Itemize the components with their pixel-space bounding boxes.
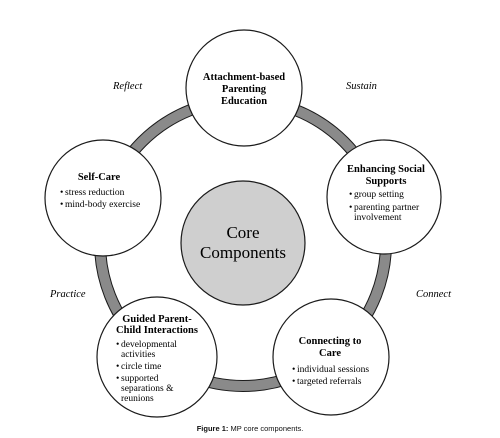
label-connect: Connect (416, 289, 452, 300)
node-attachment-circle (185, 29, 303, 147)
center-circle (180, 180, 306, 306)
center-node: Core Components (180, 180, 306, 306)
bullet-marker: • (116, 374, 119, 384)
node-guided-bullet-1-line-2: activities (121, 350, 156, 360)
node-social-title-1: Enhancing Social (347, 164, 425, 175)
node-social-supports: Enhancing Social Supports • group settin… (326, 139, 442, 255)
center-title-line-1: Core (226, 223, 259, 242)
node-attachment-parenting: Attachment-based Parenting Education (185, 29, 303, 147)
node-selfcare-bullet-2: mind-body exercise (65, 200, 140, 210)
node-guided-circle (96, 296, 218, 418)
node-care-circle (272, 298, 390, 416)
label-practice: Practice (49, 289, 86, 300)
node-selfcare-bullet-1: stress reduction (65, 188, 125, 198)
node-guided-title-1: Guided Parent- (122, 314, 192, 325)
node-guided-interactions: Guided Parent- Child Interactions • deve… (96, 296, 218, 418)
node-self-care: Self-Care • stress reduction • mind-body… (44, 139, 162, 257)
node-care-bullet-2: targeted referrals (297, 376, 362, 387)
figure-caption-text: MP core components. (230, 424, 304, 433)
node-care-title-2: Care (319, 348, 341, 359)
node-guided-bullet-3-line-1: supported (121, 374, 159, 384)
node-guided-bullet-3-line-3: reunions (121, 394, 154, 404)
bullet-marker: • (116, 340, 119, 350)
node-social-bullet-2-line-1: parenting partner (354, 203, 420, 213)
bullet-marker: • (60, 200, 63, 210)
figure-caption-number: Figure 1: (196, 424, 229, 433)
bullet-marker: • (292, 377, 295, 387)
node-connecting-care: Connecting to Care • individual sessions… (272, 298, 390, 416)
bullet-marker: • (349, 190, 352, 200)
center-title-line-2: Components (200, 243, 286, 262)
node-social-bullet-1: group setting (354, 190, 404, 200)
figure-caption: Figure 1: MP core components. (0, 424, 500, 433)
bullet-marker: • (116, 362, 119, 372)
node-attachment-title-3: Education (221, 96, 267, 107)
bullet-marker: • (292, 365, 295, 375)
node-social-circle (326, 139, 442, 255)
node-care-title-1: Connecting to (299, 336, 362, 347)
node-attachment-title-1: Attachment-based (203, 72, 285, 83)
node-guided-bullet-2: circle time (121, 362, 161, 372)
node-selfcare-title: Self-Care (78, 172, 121, 183)
node-social-title-2: Supports (366, 176, 407, 187)
node-guided-bullet-1-line-1: developmental (121, 340, 177, 350)
node-selfcare-circle (44, 139, 162, 257)
bullet-marker: • (60, 188, 63, 198)
bullet-marker: • (349, 203, 352, 213)
node-guided-title-2: Child Interactions (116, 325, 198, 336)
label-sustain: Sustain (346, 81, 377, 92)
node-guided-bullet-3-line-2: separations & (121, 384, 174, 394)
node-attachment-title-2: Parenting (222, 84, 267, 95)
node-care-bullet-1: individual sessions (297, 365, 369, 375)
label-reflect: Reflect (112, 81, 143, 92)
node-social-bullet-2-line-2: involvement (354, 213, 402, 223)
